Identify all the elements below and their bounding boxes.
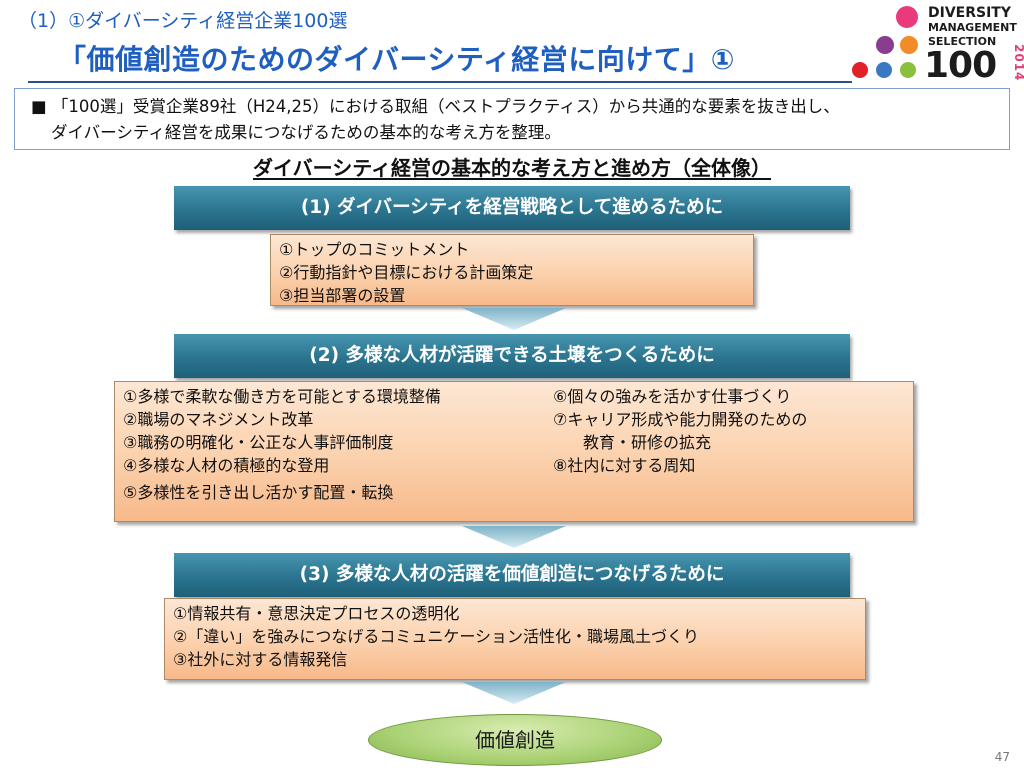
section2-item-5: ⑤多様性を引き出し活かす配置・転換 <box>123 483 394 502</box>
section3-box: ①情報共有・意思決定プロセスの透明化 ②「違い」を強みにつなげるコミュニケーショ… <box>164 598 866 680</box>
logo-text-management: MANAGEMENT <box>928 21 1017 34</box>
logo-text-selection: SELECTION <box>928 35 997 48</box>
section1-header: (1) ダイバーシティを経営戦略として進めるために <box>174 186 850 230</box>
section2-column-right: ⑥個々の強みを活かす仕事づくり ⑦キャリア形成や能力開発のための 教育・研修の拡… <box>553 385 807 477</box>
section3-item-2: ②「違い」を強みにつなげるコミュニケーション活性化・職場風土づくり <box>173 627 700 646</box>
section2-column-left: ①多様で柔軟な働き方を可能とする環境整備 ②職場のマネジメント改革 ③職務の明確… <box>123 385 441 504</box>
logo-text-diversity: DIVERSITY <box>928 5 1011 21</box>
section1-item-1: ①トップのコミットメント <box>279 240 470 259</box>
section1-box: ①トップのコミットメント ②行動指針や目標における計画策定 ③担当部署の設置 <box>270 234 754 306</box>
logo-dot-blue <box>876 62 892 78</box>
section2-item-3: ③職務の明確化・公正な人事評価制度 <box>123 433 394 452</box>
section2-item-4: ④多様な人材の積極的な登用 <box>123 456 330 475</box>
logo-dot-purple <box>876 36 894 54</box>
logo-number: 100 <box>924 45 997 86</box>
section1-item-3: ③担当部署の設置 <box>279 286 406 305</box>
page-number: 47 <box>994 750 1010 764</box>
logo-year: 2014 <box>1012 44 1024 82</box>
section2-item-7: ⑦キャリア形成や能力開発のための <box>553 410 808 429</box>
down-arrow-3 <box>462 682 566 704</box>
logo-dot-green <box>900 62 916 78</box>
overall-title: ダイバーシティ経営の基本的な考え方と進め方（全体像） <box>0 152 1024 181</box>
section3-item-3: ③社外に対する情報発信 <box>173 650 348 669</box>
logo-dot-red <box>852 62 868 78</box>
section2-header: (2) 多様な人材が活躍できる土壌をつくるために <box>174 334 850 378</box>
section2-item-1: ①多様で柔軟な働き方を可能とする環境整備 <box>123 387 441 406</box>
overall-title-text: ダイバーシティ経営の基本的な考え方と進め方（全体像） <box>253 156 771 180</box>
value-creation-ellipse: 価値創造 <box>368 714 662 766</box>
down-arrow-1 <box>462 308 566 330</box>
logo-dot-pink <box>896 6 918 28</box>
down-arrow-2 <box>462 526 566 548</box>
section2-item-7-cont: 教育・研修の拡充 <box>583 433 712 452</box>
section3-header: (3) 多様な人材の活躍を価値創造につなげるために <box>174 553 850 597</box>
diversity-selection-logo: DIVERSITY MANAGEMENT SELECTION 100 2014 <box>846 4 1024 86</box>
section3-item-1: ①情報共有・意思決定プロセスの透明化 <box>173 604 460 623</box>
intro-line-1: ■ 「100選」受賞企業89社（H24,25）における取組（ベストプラクティス）… <box>31 97 840 116</box>
section2-item-8: ⑧社内に対する周知 <box>553 456 696 475</box>
slide-title: 「価値創造のためのダイバーシティ経営に向けて」① <box>58 43 735 76</box>
section2-item-6: ⑥個々の強みを活かす仕事づくり <box>553 387 792 406</box>
title-underline <box>28 81 852 83</box>
intro-box: ■ 「100選」受賞企業89社（H24,25）における取組（ベストプラクティス）… <box>14 88 1010 150</box>
logo-dot-orange <box>900 36 918 54</box>
section1-item-2: ②行動指針や目標における計画策定 <box>279 263 534 282</box>
section2-item-2: ②職場のマネジメント改革 <box>123 410 314 429</box>
intro-line-2: ダイバーシティ経営を成果につなげるための基本的な考え方を整理。 <box>51 123 561 142</box>
section2-box: ①多様で柔軟な働き方を可能とする環境整備 ②職場のマネジメント改革 ③職務の明確… <box>114 381 914 522</box>
slide-subtitle: （1）①ダイバーシティ経営企業100選 <box>18 10 348 32</box>
